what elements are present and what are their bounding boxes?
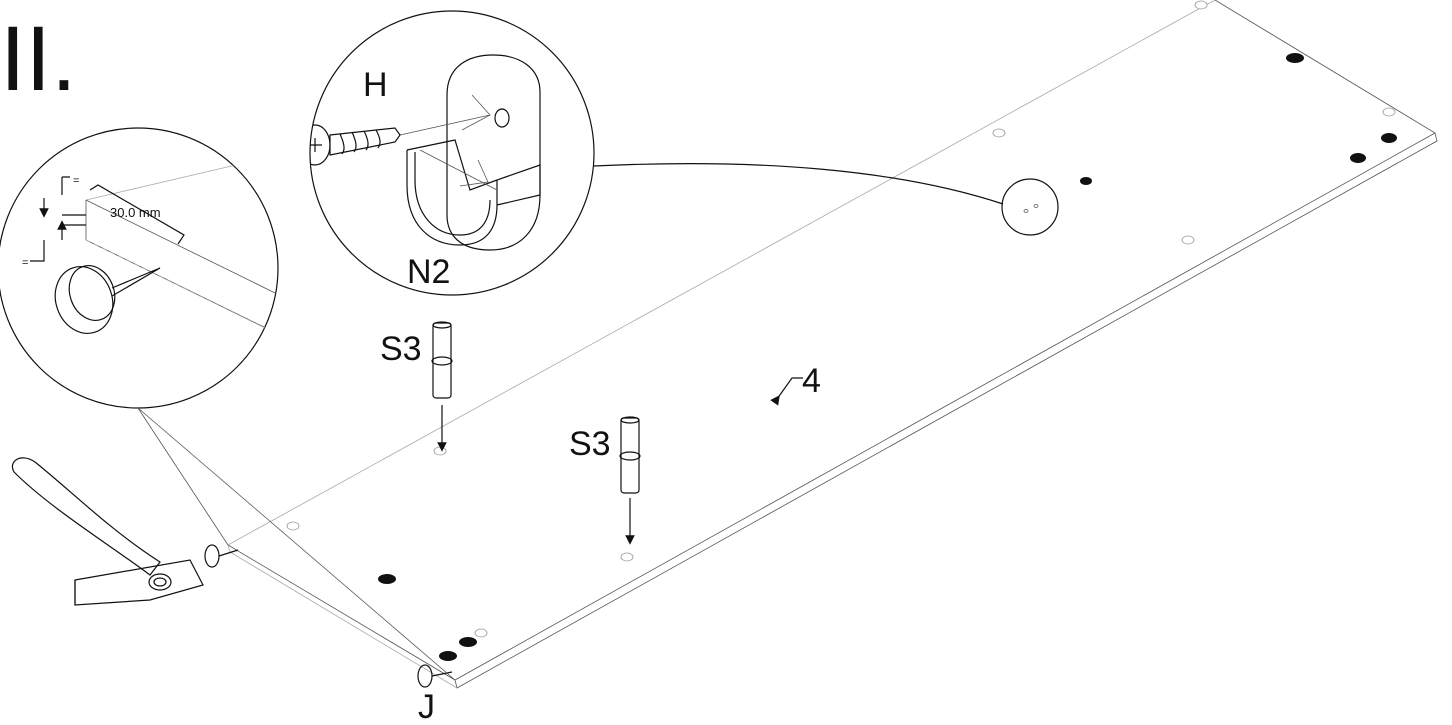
hammer-icon [11, 457, 204, 606]
dowel-left: S3 [380, 321, 453, 452]
hanger-screw-label: H [363, 66, 388, 104]
equal-mark-bottom: = [22, 257, 28, 269]
glide-detail-bubble: = = 30.0 mm [0, 127, 456, 681]
hanger-detail-bubble: H N2 [309, 10, 1059, 296]
panel-leader: 4 [770, 362, 821, 406]
panel-board [227, 0, 1438, 689]
step-number: II. [0, 8, 77, 110]
dimension-text: 30.0 mm [110, 205, 161, 220]
glide-near-hammer [204, 544, 239, 568]
dowel-right: S3 [569, 416, 641, 545]
glide-j: J [417, 664, 453, 725]
hanger-bracket-label: N2 [407, 253, 450, 291]
equal-mark-top: = [73, 175, 79, 187]
panel-label: 4 [802, 362, 821, 400]
glide-label: J [418, 688, 435, 725]
dowel-left-label: S3 [380, 330, 422, 368]
dowel-right-label: S3 [569, 425, 611, 463]
